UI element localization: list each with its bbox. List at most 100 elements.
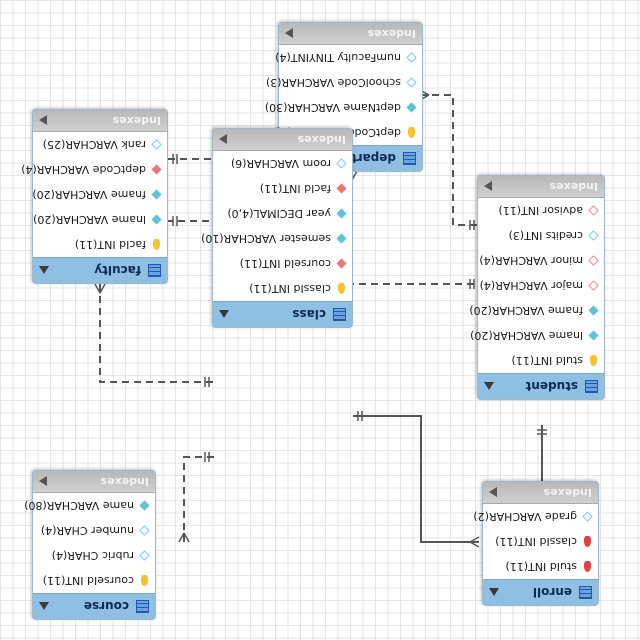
column-row[interactable]: major VARCHAR(4)	[478, 273, 604, 298]
column-name: courseId INT(11)	[239, 257, 331, 270]
column-name: courseId INT(11)	[42, 574, 134, 587]
table-enroll[interactable]: enroll stuId INT(11) classId INT(11) grade …	[473, 481, 599, 606]
column-name: credits INT(3)	[508, 229, 583, 242]
indexes-label: Indexes	[549, 180, 598, 193]
nullable-foreign-key-icon	[588, 205, 599, 216]
column-row[interactable]: semester VARCHAR(10)	[201, 226, 352, 251]
table-header[interactable]: course	[33, 593, 155, 619]
nullable-foreign-key-icon	[588, 280, 599, 291]
column-name: facId INT(11)	[74, 238, 146, 251]
table-class[interactable]: class classId INT(11) courseId INT(11) seme…	[201, 128, 353, 328]
expand-indexes-icon[interactable]	[39, 476, 47, 487]
table-name: enroll	[532, 585, 572, 600]
column-row[interactable]: stuId INT(11)	[483, 554, 598, 579]
column-icon	[151, 139, 162, 150]
foreign-primary-key-icon	[584, 561, 591, 572]
column-row[interactable]: rank VARCHAR(25)	[33, 132, 167, 157]
column-row[interactable]: facId INT(11)	[213, 176, 352, 201]
column-row[interactable]: deptCode VARCHAR(4)	[21, 157, 167, 182]
column-row[interactable]: deptName VARCHAR(30)	[265, 95, 422, 120]
table-course[interactable]: course courseId INT(11) rubric CHAR(4)numb…	[24, 470, 156, 620]
column-name: rank VARCHAR(25)	[42, 138, 146, 151]
column-row[interactable]: name VARCHAR(80)	[24, 493, 155, 518]
column-icon	[582, 511, 593, 522]
column-row[interactable]: classId INT(11)	[483, 529, 598, 554]
column-row[interactable]: lname VARCHAR(20)	[470, 323, 604, 348]
not-null-column-icon	[588, 330, 599, 341]
table-header[interactable]: student	[478, 373, 604, 399]
column-name: fname VARCHAR(20)	[469, 304, 583, 317]
foreign-key-icon	[151, 164, 162, 175]
column-name: deptCode VARCHAR(4)	[21, 163, 146, 176]
column-row[interactable]: year DECIMAL(4,0)	[213, 201, 352, 226]
table-icon	[403, 152, 416, 165]
indexes-section[interactable]: Indexes	[213, 129, 352, 151]
not-null-column-icon	[588, 305, 599, 316]
expand-indexes-icon[interactable]	[285, 28, 293, 39]
table-header[interactable]: faculty	[33, 257, 167, 283]
table-faculty[interactable]: faculty facId INT(11) lname VARCHAR(20) fna…	[21, 109, 168, 284]
table-name: class	[292, 307, 326, 322]
column-row[interactable]: lname VARCHAR(20)	[33, 207, 167, 232]
relationship-line[interactable]	[183, 456, 214, 542]
column-row[interactable]: room VARCHAR(6)	[213, 151, 352, 176]
collapse-icon[interactable]	[484, 382, 494, 391]
collapse-icon[interactable]	[39, 602, 49, 611]
column-icon	[139, 550, 150, 561]
column-row[interactable]: number CHAR(4)	[33, 518, 155, 543]
column-name: lname VARCHAR(20)	[33, 213, 146, 226]
column-name: grade VARCHAR(2)	[473, 510, 577, 523]
column-row[interactable]: facId INT(11)	[33, 232, 167, 257]
expand-indexes-icon[interactable]	[489, 487, 497, 498]
relationship-line[interactable]	[353, 415, 479, 543]
indexes-section[interactable]: Indexes	[33, 110, 167, 132]
indexes-section[interactable]: Indexes	[279, 23, 422, 45]
relationship-line[interactable]	[351, 171, 479, 285]
column-row[interactable]: numFaculty TINYINT(4)	[275, 45, 422, 70]
many-marker	[469, 536, 480, 548]
column-row[interactable]: minor VARCHAR(4)	[478, 248, 604, 273]
many-marker	[178, 532, 190, 543]
not-null-column-icon	[336, 233, 347, 244]
collapse-icon[interactable]	[489, 588, 499, 597]
column-name: semester VARCHAR(10)	[201, 232, 331, 245]
table-header[interactable]: enroll	[483, 579, 598, 605]
collapse-icon[interactable]	[39, 266, 49, 275]
table-header[interactable]: class	[213, 301, 352, 327]
indexes-label: Indexes	[367, 27, 416, 40]
column-row[interactable]: grade VARCHAR(2)	[473, 504, 598, 529]
indexes-section[interactable]: Indexes	[478, 176, 604, 198]
indexes-section[interactable]: Indexes	[483, 482, 598, 504]
primary-key-icon	[141, 575, 148, 586]
collapse-icon[interactable]	[219, 310, 229, 319]
relationship-line[interactable]	[99, 284, 214, 383]
relationship-line[interactable]	[420, 94, 479, 226]
column-name: classId INT(11)	[495, 535, 577, 548]
column-row[interactable]: rubric CHAR(4)	[33, 543, 155, 568]
nullable-foreign-key-icon	[588, 255, 599, 266]
expand-indexes-icon[interactable]	[219, 134, 227, 145]
not-null-column-icon	[151, 214, 162, 225]
primary-key-icon	[338, 283, 345, 294]
column-row[interactable]: classId INT(11)	[213, 276, 352, 301]
expand-indexes-icon[interactable]	[39, 115, 47, 126]
column-row[interactable]: credits INT(3)	[478, 223, 604, 248]
column-row[interactable]: courseId INT(11)	[213, 251, 352, 276]
column-row[interactable]: stuId INT(11)	[478, 348, 604, 373]
many-marker	[94, 283, 106, 294]
expand-indexes-icon[interactable]	[484, 181, 492, 192]
table-icon	[148, 264, 161, 277]
indexes-section[interactable]: Indexes	[33, 471, 155, 493]
indexes-label: Indexes	[297, 133, 346, 146]
column-row[interactable]: schoolCode VARCHAR(3)	[266, 70, 422, 95]
column-row[interactable]: courseId INT(11)	[33, 568, 155, 593]
column-row[interactable]: fname VARCHAR(20)	[32, 182, 167, 207]
indexes-label: Indexes	[100, 475, 149, 488]
column-row[interactable]: fname VARCHAR(20)	[469, 298, 604, 323]
column-name: lname VARCHAR(20)	[470, 329, 583, 342]
column-row[interactable]: advisor INT(11)	[478, 198, 604, 223]
column-icon	[406, 52, 417, 63]
column-name: minor VARCHAR(4)	[479, 254, 583, 267]
